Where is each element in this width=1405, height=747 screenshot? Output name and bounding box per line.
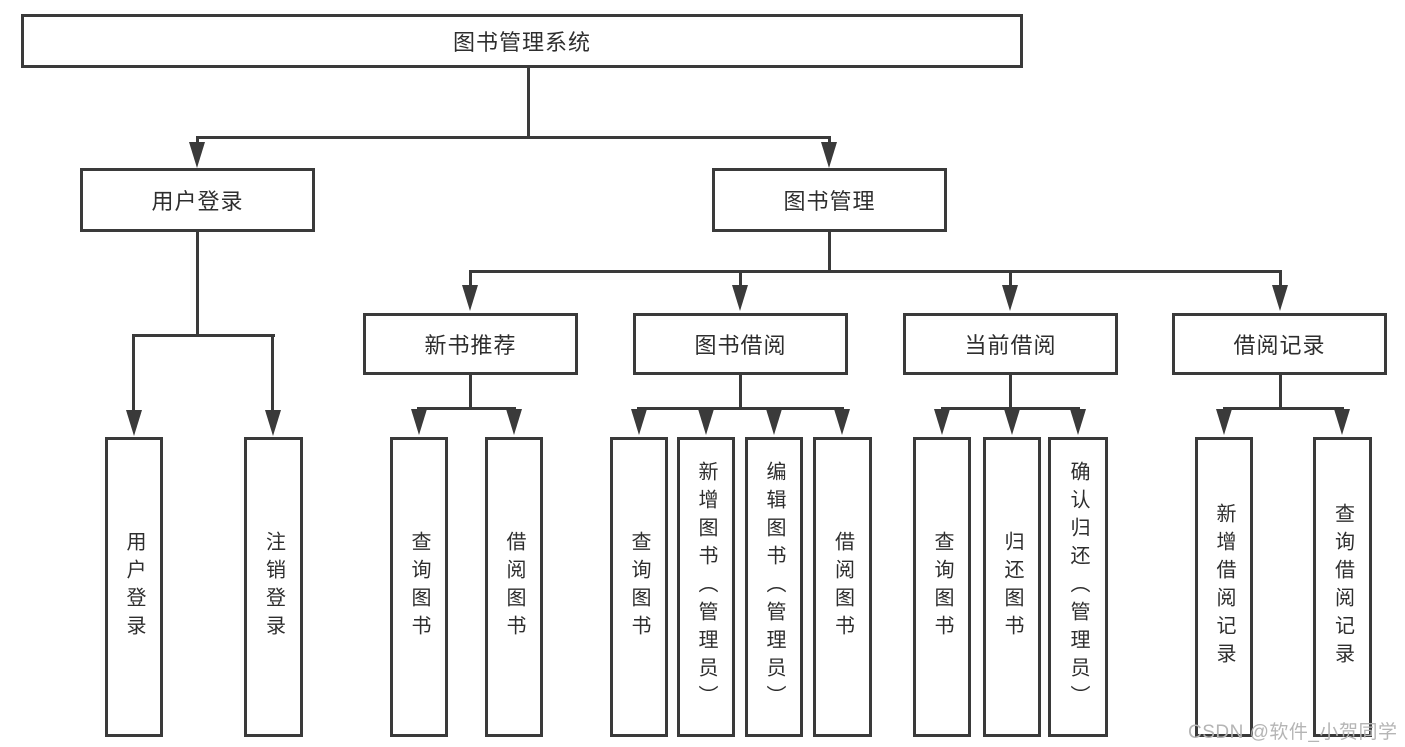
node-borrow-record-label: 借阅记录 xyxy=(1233,333,1326,358)
arrow-down-icon xyxy=(265,410,281,436)
leaf-user-login: 用户登录 xyxy=(105,437,163,737)
node-book-borrow: 图书借阅 xyxy=(633,313,848,375)
arrow-down-icon xyxy=(766,409,782,435)
arrow-down-icon xyxy=(1002,285,1018,311)
node-root-label: 图书管理系统 xyxy=(452,30,591,55)
leaf-logout: 注销登录 xyxy=(244,437,303,737)
leaf-bb-borrow-book: 借阅图书 xyxy=(813,437,872,737)
connector-mgmt-stem xyxy=(828,232,831,272)
connector-br-rail xyxy=(1223,407,1344,410)
leaf-cb-return-book-label: 归还图书 xyxy=(1001,531,1023,643)
leaf-cb-confirm-return-admin: 确认归还（管理员） xyxy=(1048,437,1108,737)
node-user-login: 用户登录 xyxy=(80,168,315,232)
leaf-nb-query-book-label: 查询图书 xyxy=(408,531,430,643)
leaf-bb-query-book-label: 查询图书 xyxy=(628,531,650,643)
connector-bb-rail xyxy=(637,407,844,410)
connector-login-drop-left xyxy=(132,334,135,412)
connector-mgmt-drop-2 xyxy=(739,270,742,286)
node-current-borrow-label: 当前借阅 xyxy=(964,333,1057,358)
arrow-down-icon xyxy=(698,409,714,435)
connector-login-drop-right xyxy=(271,334,274,412)
leaf-br-add-record: 新增借阅记录 xyxy=(1195,437,1253,737)
arrow-down-icon xyxy=(1004,409,1020,435)
arrow-down-icon xyxy=(506,409,522,435)
leaf-cb-query-book: 查询图书 xyxy=(913,437,971,737)
leaf-bb-edit-book-admin-label: 编辑图书（管理员） xyxy=(763,461,785,713)
connector-br-stem xyxy=(1279,375,1282,410)
leaf-bb-add-book-admin: 新增图书（管理员） xyxy=(677,437,735,737)
arrow-down-icon xyxy=(821,142,837,168)
connector-cb-stem xyxy=(1009,375,1012,410)
arrow-down-icon xyxy=(631,409,647,435)
connector-login-rail xyxy=(132,334,275,337)
leaf-bb-edit-book-admin: 编辑图书（管理员） xyxy=(745,437,803,737)
arrow-down-icon xyxy=(411,409,427,435)
node-book-management-label: 图书管理 xyxy=(783,189,876,214)
connector-root-drop-right xyxy=(828,136,831,146)
connector-nb-rail xyxy=(417,407,516,410)
leaf-cb-confirm-return-admin-label: 确认归还（管理员） xyxy=(1067,461,1089,713)
node-new-book-recommend-label: 新书推荐 xyxy=(424,333,517,358)
connector-mgmt-drop-3 xyxy=(1009,270,1012,286)
arrow-down-icon xyxy=(189,142,205,168)
arrow-down-icon xyxy=(462,285,478,311)
node-new-book-recommend: 新书推荐 xyxy=(363,313,578,375)
connector-cb-rail xyxy=(941,407,1080,410)
arrow-down-icon xyxy=(1070,409,1086,435)
connector-mgmt-drop-1 xyxy=(469,270,472,286)
arrow-down-icon xyxy=(934,409,950,435)
node-user-login-label: 用户登录 xyxy=(151,189,244,214)
leaf-cb-query-book-label: 查询图书 xyxy=(931,531,953,643)
connector-nb-stem xyxy=(469,375,472,410)
leaf-cb-return-book: 归还图书 xyxy=(983,437,1041,737)
leaf-bb-query-book: 查询图书 xyxy=(610,437,668,737)
leaf-br-add-record-label: 新增借阅记录 xyxy=(1213,503,1235,671)
connector-mgmt-drop-4 xyxy=(1279,270,1282,286)
leaf-br-query-record-label: 查询借阅记录 xyxy=(1331,503,1354,671)
connector-bb-stem xyxy=(739,375,742,410)
leaf-bb-add-book-admin-label: 新增图书（管理员） xyxy=(695,461,717,713)
connector-login-stem xyxy=(196,232,199,336)
connector-root-drop-left xyxy=(196,136,199,146)
leaf-bb-borrow-book-label: 借阅图书 xyxy=(831,531,854,643)
connector-mgmt-rail xyxy=(469,270,1282,273)
arrow-down-icon xyxy=(126,410,142,436)
arrow-down-icon xyxy=(834,409,850,435)
arrow-down-icon xyxy=(1216,409,1232,435)
node-book-management: 图书管理 xyxy=(712,168,947,232)
node-current-borrow: 当前借阅 xyxy=(903,313,1118,375)
leaf-logout-label: 注销登录 xyxy=(262,531,285,643)
connector-root-stem xyxy=(527,68,530,138)
node-book-borrow-label: 图书借阅 xyxy=(694,333,787,358)
leaf-nb-borrow-book-label: 借阅图书 xyxy=(503,531,525,643)
leaf-nb-borrow-book: 借阅图书 xyxy=(485,437,543,737)
leaf-user-login-label: 用户登录 xyxy=(123,531,145,643)
node-borrow-record: 借阅记录 xyxy=(1172,313,1387,375)
leaf-br-query-record: 查询借阅记录 xyxy=(1313,437,1372,737)
connector-root-rail xyxy=(196,136,831,139)
node-root: 图书管理系统 xyxy=(21,14,1023,68)
arrow-down-icon xyxy=(732,285,748,311)
arrow-down-icon xyxy=(1334,409,1350,435)
watermark: CSDN @软件_小贺同学 xyxy=(1188,722,1398,743)
arrow-down-icon xyxy=(1272,285,1288,311)
leaf-nb-query-book: 查询图书 xyxy=(390,437,448,737)
